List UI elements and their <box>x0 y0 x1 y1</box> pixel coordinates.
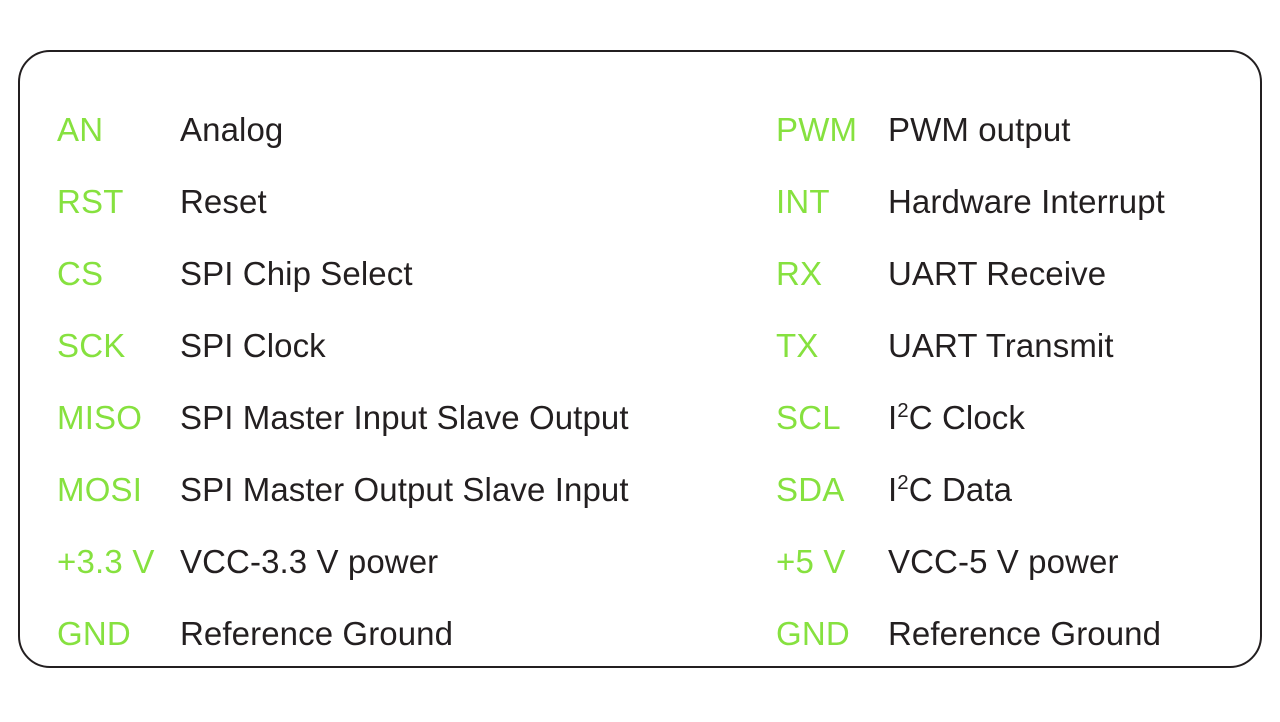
pin-description: VCC-5 V power <box>888 543 1119 580</box>
pin-name-label: SCL <box>776 399 841 436</box>
pin-name-label: AN <box>57 111 104 148</box>
pin-description-suffix: C Clock <box>908 399 1025 436</box>
pin-name-label: GND <box>57 615 131 652</box>
pin-row: INT Hardware Interrupt <box>776 166 1260 238</box>
pin-row: +5 V VCC-5 V power <box>776 526 1260 598</box>
pin-description-superscript: 2 <box>897 399 909 422</box>
pin-row: CS SPI Chip Select <box>57 238 640 310</box>
pin-row: GND Reference Ground <box>57 598 640 670</box>
pin-description: Reference Ground <box>888 615 1162 652</box>
pin-description: UART Receive <box>888 255 1107 292</box>
pin-row: SCL I2C Clock <box>776 382 1260 454</box>
pin-name-label: GND <box>776 615 850 652</box>
pin-name-label: PWM <box>776 111 858 148</box>
pin-row: GND Reference Ground <box>776 598 1260 670</box>
pin-description-prefix: I <box>888 399 898 436</box>
pin-name-label: SCK <box>57 327 126 364</box>
pin-name-label: MISO <box>57 399 143 436</box>
pin-name-label: RST <box>57 183 124 220</box>
pin-description: SPI Clock <box>180 327 326 364</box>
pin-description: PWM output <box>888 111 1071 148</box>
pin-description: Reference Ground <box>180 615 454 652</box>
pin-name-label: CS <box>57 255 104 292</box>
pin-row: RST Reset <box>57 166 640 238</box>
pin-row: SCK SPI Clock <box>57 310 640 382</box>
pin-description: SPI Chip Select <box>180 255 413 292</box>
pin-name-label: +5 V <box>776 543 846 580</box>
pin-row: +3.3 V VCC-3.3 V power <box>57 526 640 598</box>
pin-name-label: INT <box>776 183 830 220</box>
pin-description-superscript: 2 <box>897 471 909 494</box>
pin-name-label: SDA <box>776 471 845 508</box>
pin-description: Hardware Interrupt <box>888 183 1165 220</box>
pin-description: I2C Clock <box>888 382 1025 454</box>
pin-description: VCC-3.3 V power <box>180 543 439 580</box>
pin-row: PWM PWM output <box>776 94 1260 166</box>
pin-name-label: +3.3 V <box>57 543 155 580</box>
pin-row: TX UART Transmit <box>776 310 1260 382</box>
pin-row: MISO SPI Master Input Slave Output <box>57 382 640 454</box>
pin-row: SDA I2C Data <box>776 454 1260 526</box>
pin-description: SPI Master Input Slave Output <box>180 399 629 436</box>
pin-row: RX UART Receive <box>776 238 1260 310</box>
pin-description: Reset <box>180 183 267 220</box>
pin-name-label: MOSI <box>57 471 143 508</box>
pin-description: SPI Master Output Slave Input <box>180 471 629 508</box>
pin-row: AN Analog <box>57 94 640 166</box>
pin-name-label: TX <box>776 327 819 364</box>
pin-description: I2C Data <box>888 454 1012 526</box>
pin-description-prefix: I <box>888 471 898 508</box>
pin-description-suffix: C Data <box>908 471 1013 508</box>
pin-name-label: RX <box>776 255 823 292</box>
pin-row: MOSI SPI Master Output Slave Input <box>57 454 640 526</box>
pin-description: Analog <box>180 111 284 148</box>
pin-description: UART Transmit <box>888 327 1114 364</box>
